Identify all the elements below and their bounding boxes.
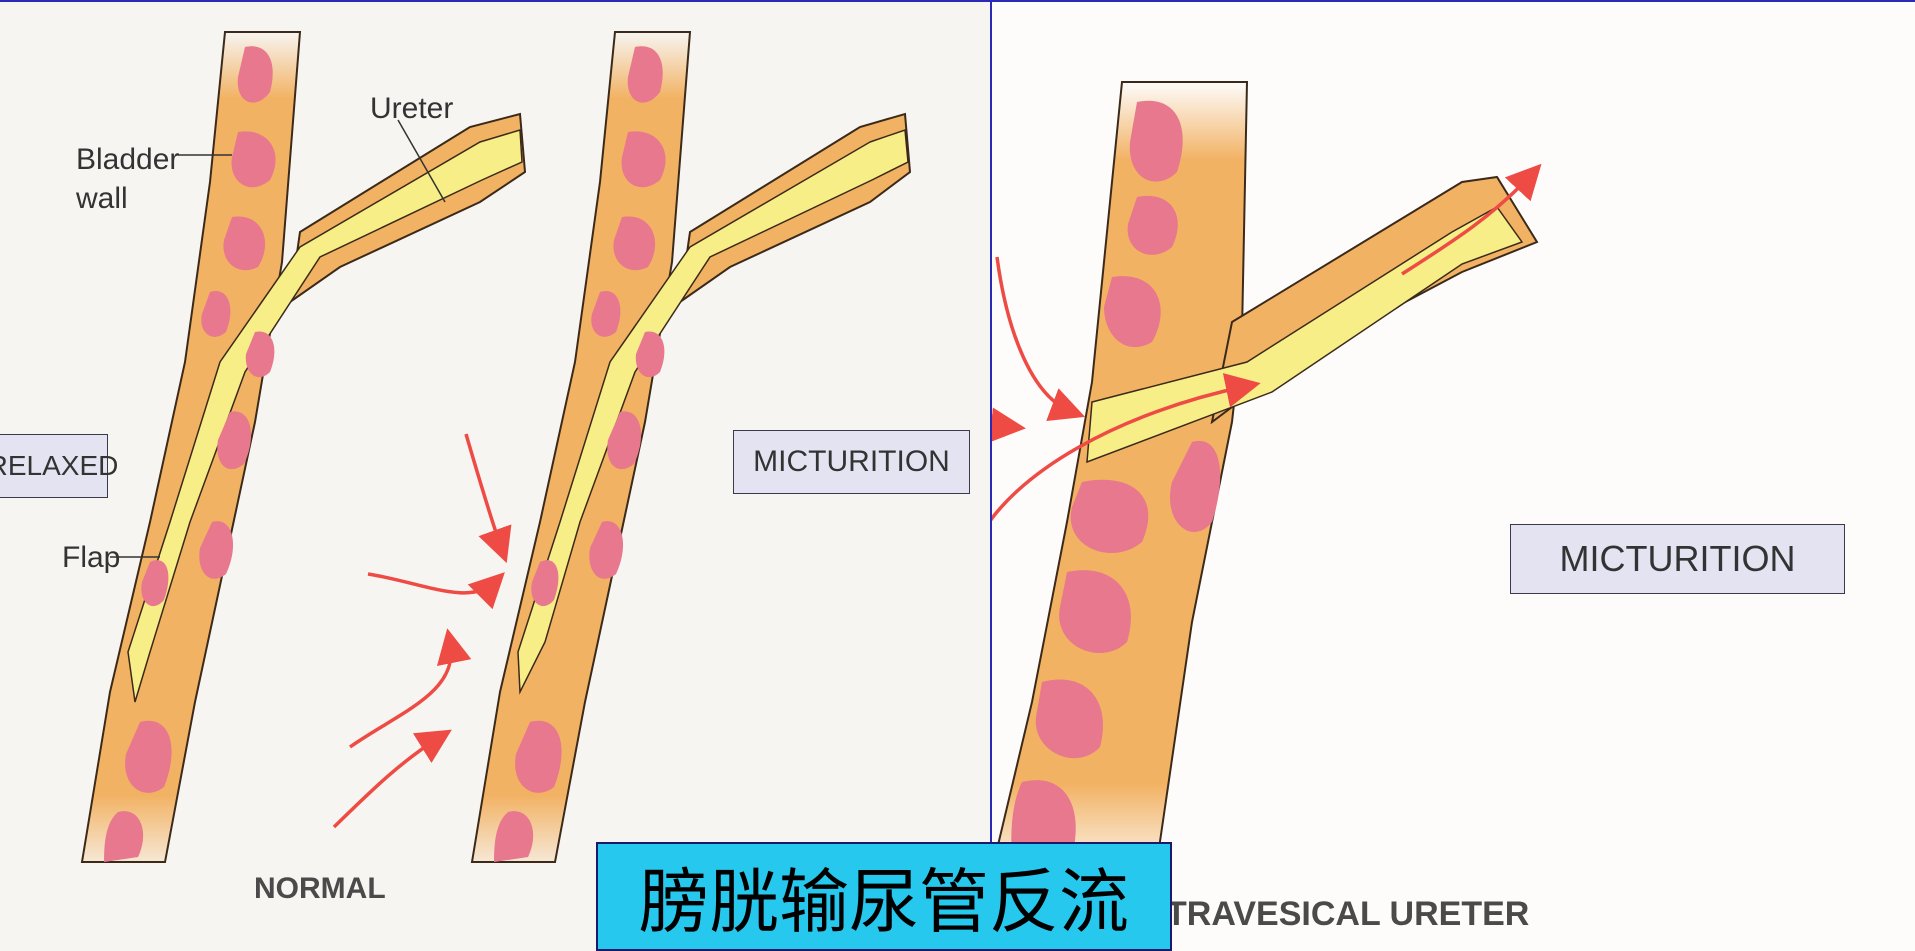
slide-title: 膀胱输尿管反流 xyxy=(596,842,1172,951)
bladder-wall-label: Bladder wall xyxy=(76,140,179,218)
reflux-ureter-illustration xyxy=(992,2,1915,951)
ureter-label: Ureter xyxy=(370,94,453,124)
micturition-state-label-left: MICTURITION xyxy=(733,430,970,494)
relaxed-state-label: RELAXED xyxy=(0,434,108,498)
reflux-bladder-wall xyxy=(994,82,1537,862)
normal-diagram-panel: Ureter Bladder wall Flap RELAXED MICTURI… xyxy=(0,0,992,951)
flap-label: Flap xyxy=(62,543,120,573)
normal-caption: NORMAL xyxy=(254,872,386,906)
reflux-diagram-panel: MICTURITION TRAVESICAL URETER xyxy=(992,0,1915,951)
micturition-state-label-right: MICTURITION xyxy=(1510,524,1845,594)
pressure-arrows xyxy=(334,434,502,827)
reflux-caption: TRAVESICAL URETER xyxy=(1166,895,1529,934)
